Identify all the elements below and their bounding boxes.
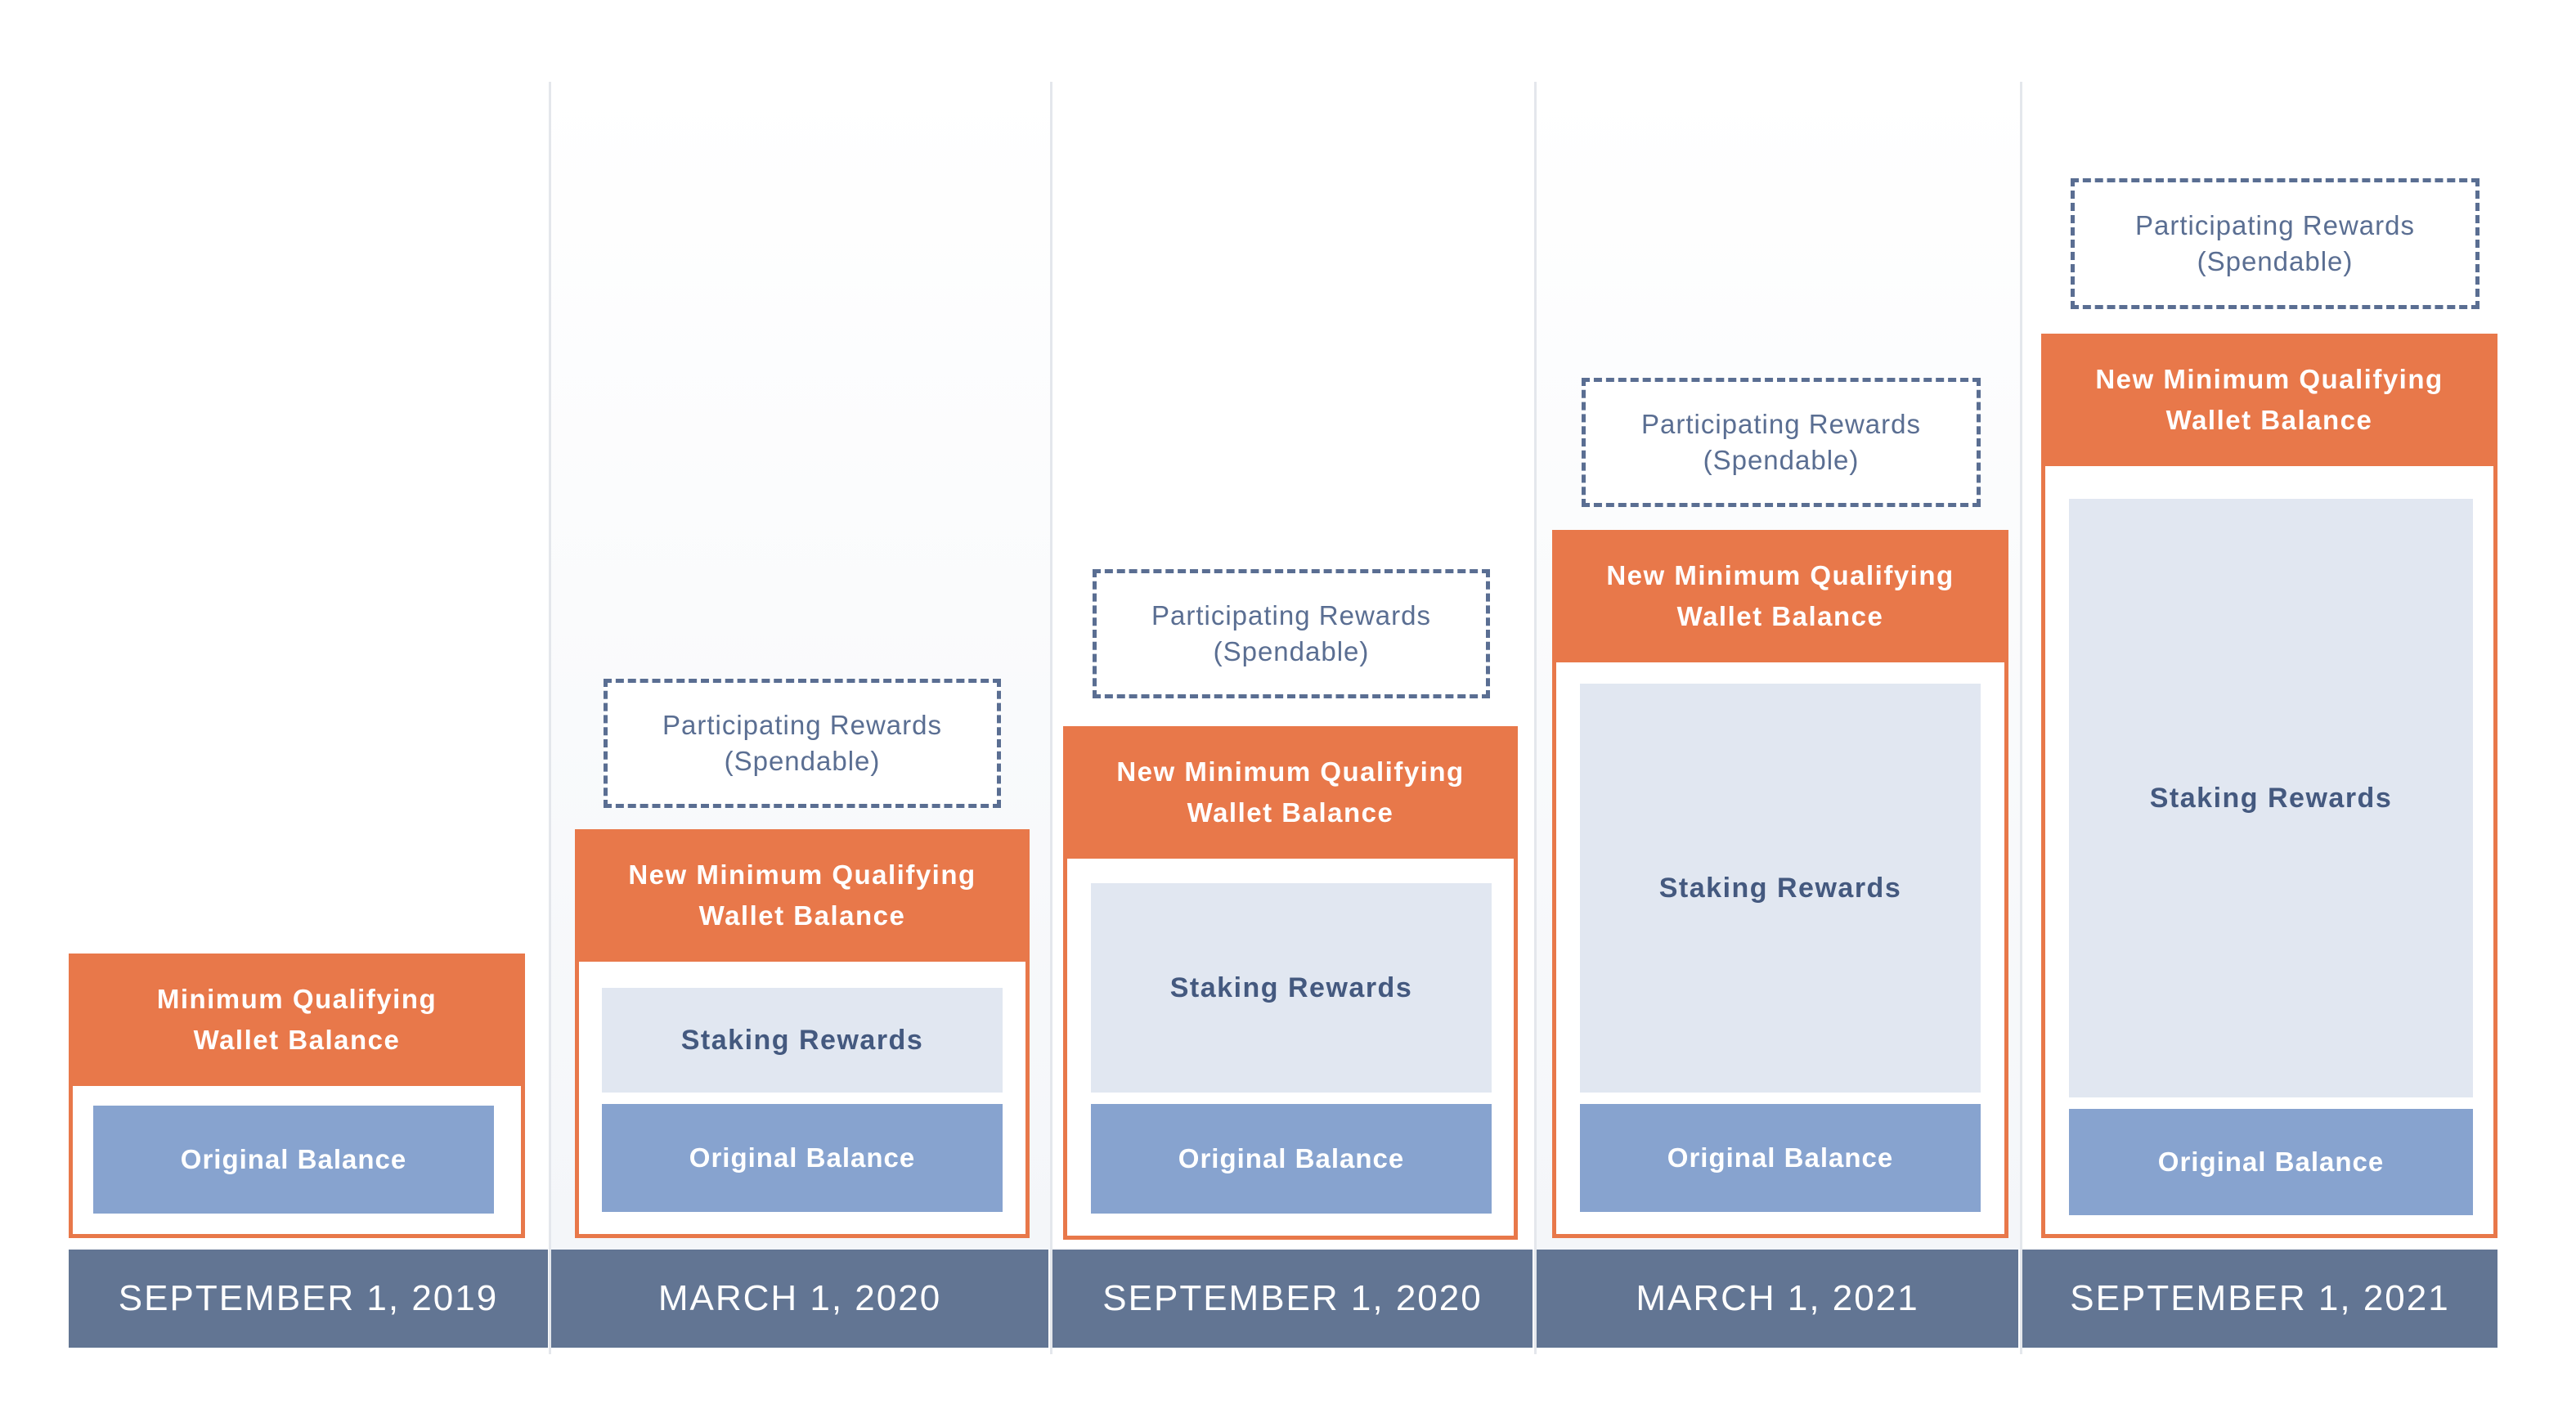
spendable-label: (Spendable) <box>724 746 881 776</box>
column-divider <box>2020 82 2022 1354</box>
participating-rewards-label: Participating Rewards <box>2135 210 2415 240</box>
original-balance-block: Original Balance <box>1091 1104 1492 1214</box>
participating-rewards-box: Participating Rewards (Spendable) <box>1582 378 1981 507</box>
participating-rewards-box: Participating Rewards (Spendable) <box>1093 569 1490 698</box>
column-divider <box>1050 82 1052 1354</box>
minimum-qualifying-balance-header: Minimum Qualifying Wallet Balance <box>69 954 525 1086</box>
new-minimum-qualifying-balance-header: New Minimum Qualifying Wallet Balance <box>1552 530 2008 662</box>
column-divider <box>549 82 551 1354</box>
participating-rewards-label: Participating Rewards <box>1151 600 1431 630</box>
staking-rewards-block: Staking Rewards <box>1091 883 1492 1093</box>
new-minimum-qualifying-balance-header: New Minimum Qualifying Wallet Balance <box>1063 726 1518 859</box>
staking-rewards-block: Staking Rewards <box>2069 499 2473 1097</box>
original-balance-block: Original Balance <box>602 1104 1003 1212</box>
participating-rewards-box: Participating Rewards (Spendable) <box>2071 178 2480 309</box>
date-label-mar-2021: MARCH 1, 2021 <box>1537 1250 2018 1348</box>
participating-rewards-label: Participating Rewards <box>1641 409 1921 439</box>
original-balance-block: Original Balance <box>1580 1104 1981 1212</box>
participating-rewards-label: Participating Rewards <box>662 710 942 740</box>
spendable-label: (Spendable) <box>1703 445 1860 475</box>
column-divider <box>1534 82 1537 1354</box>
original-balance-block: Original Balance <box>93 1106 494 1214</box>
date-label-sep-2019: SEPTEMBER 1, 2019 <box>69 1250 548 1348</box>
participating-rewards-box: Participating Rewards (Spendable) <box>604 679 1001 808</box>
date-label-sep-2020: SEPTEMBER 1, 2020 <box>1052 1250 1533 1348</box>
date-label-sep-2021: SEPTEMBER 1, 2021 <box>2022 1250 2497 1348</box>
date-label-mar-2020: MARCH 1, 2020 <box>551 1250 1048 1348</box>
spendable-label: (Spendable) <box>2197 246 2354 276</box>
original-balance-block: Original Balance <box>2069 1109 2473 1215</box>
staking-rewards-block: Staking Rewards <box>602 988 1003 1093</box>
staking-rewards-block: Staking Rewards <box>1580 684 1981 1093</box>
new-minimum-qualifying-balance-header: New Minimum Qualifying Wallet Balance <box>575 829 1030 962</box>
spendable-label: (Spendable) <box>1213 636 1370 666</box>
new-minimum-qualifying-balance-header: New Minimum Qualifying Wallet Balance <box>2041 334 2497 466</box>
